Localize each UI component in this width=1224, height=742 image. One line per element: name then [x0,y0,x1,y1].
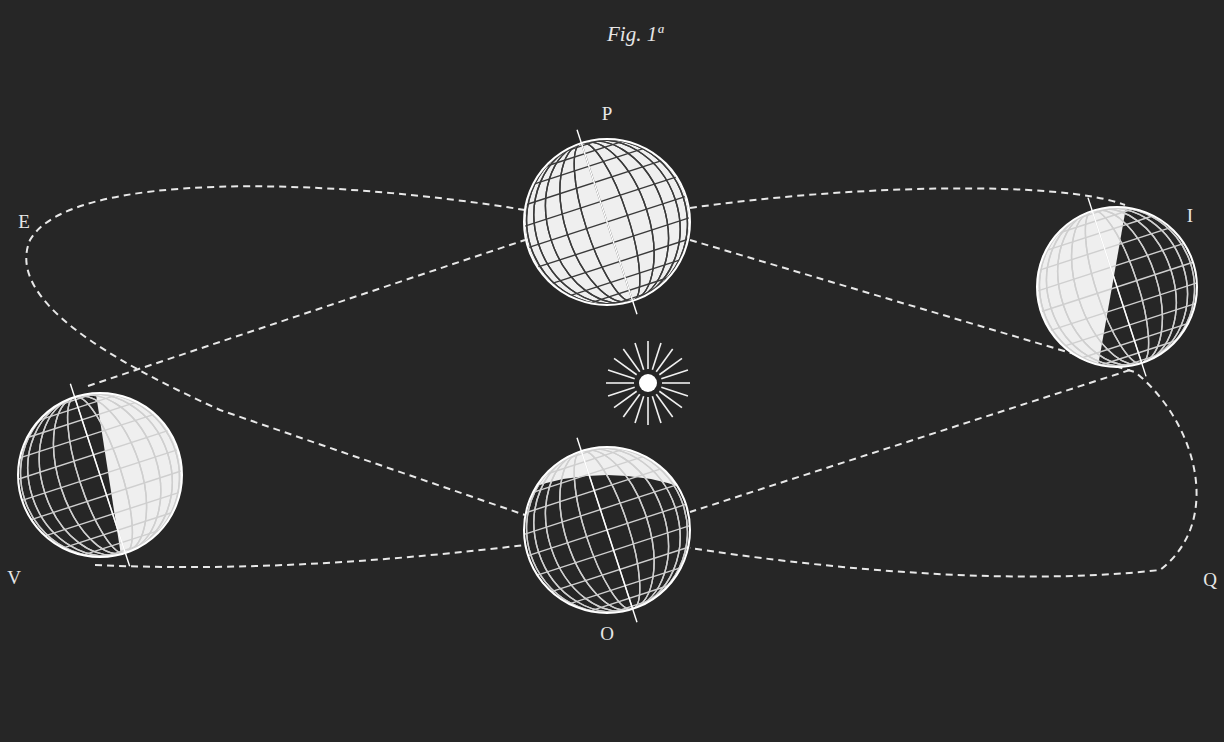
meridian [36,384,165,565]
sun-ray [662,382,690,384]
position-letter: P [602,103,613,125]
meridian [1019,187,1215,387]
meridian [1016,186,1218,388]
meridian [7,375,193,575]
meridian [505,426,709,633]
meridian [0,373,201,578]
globe-grid [1016,186,1218,388]
meridian [0,373,201,578]
sun-disc [639,374,657,392]
earth-globe [502,117,711,326]
meridian [502,425,711,634]
globe-outline [18,393,182,557]
sun-ray [652,396,661,423]
sun-symbol [606,341,690,425]
meridian [505,118,709,325]
earth-globe [502,425,711,634]
orbit-path [95,545,525,567]
sun-ray [614,358,637,374]
globe-axis [70,384,129,567]
sun-ray [606,382,634,384]
meridian [1026,190,1207,385]
sun-ray [608,387,635,396]
sun-ray [656,349,672,372]
meridian [0,372,203,579]
meridian [542,130,672,314]
orbit-path [690,188,1125,208]
meridian [1054,199,1180,376]
position-letter: V [7,567,21,589]
sun-ray [661,370,688,379]
sun-ray [647,341,649,369]
meridian [542,130,672,314]
meridian [20,379,181,571]
position-letter: O [600,623,614,645]
meridian [513,429,701,631]
meridian [502,117,711,326]
meridian [1026,190,1207,385]
figure-title: Fig. 1ª [607,22,663,47]
globe-grid [0,372,203,579]
meridian [1038,193,1195,380]
globe-axis [577,130,637,315]
meridian [36,384,165,565]
meridian [1019,187,1215,387]
sun-ray [635,343,644,370]
globe-outline [524,447,690,613]
globe-axis [577,438,637,623]
meridian [526,125,689,319]
position-letter: Q [1203,569,1217,591]
meridian [513,121,701,323]
globe-outline [524,139,690,305]
meridian [513,121,701,323]
meridian [505,118,709,325]
globe-grid [502,117,711,326]
position-letter: I [1187,205,1193,227]
globe-outline [1037,207,1197,367]
sun-ray [623,394,639,417]
meridian [526,125,689,319]
orbit-path [88,240,525,386]
meridian [542,438,672,622]
meridian [526,433,689,627]
meridian [513,429,701,631]
meridian [542,438,672,622]
meridian [1038,193,1195,380]
earth-globe [1016,186,1218,388]
sun-ray [647,397,649,425]
meridian [20,379,181,571]
earth-globe [0,372,203,579]
meridian [526,433,689,627]
position-letter: E [18,211,30,233]
globe-grid [502,425,711,634]
meridian [7,375,193,575]
meridian [1054,199,1180,376]
orbit-path [690,370,1130,512]
meridian [505,426,709,633]
globe-axis [1088,198,1146,377]
sun-ray [659,391,682,407]
